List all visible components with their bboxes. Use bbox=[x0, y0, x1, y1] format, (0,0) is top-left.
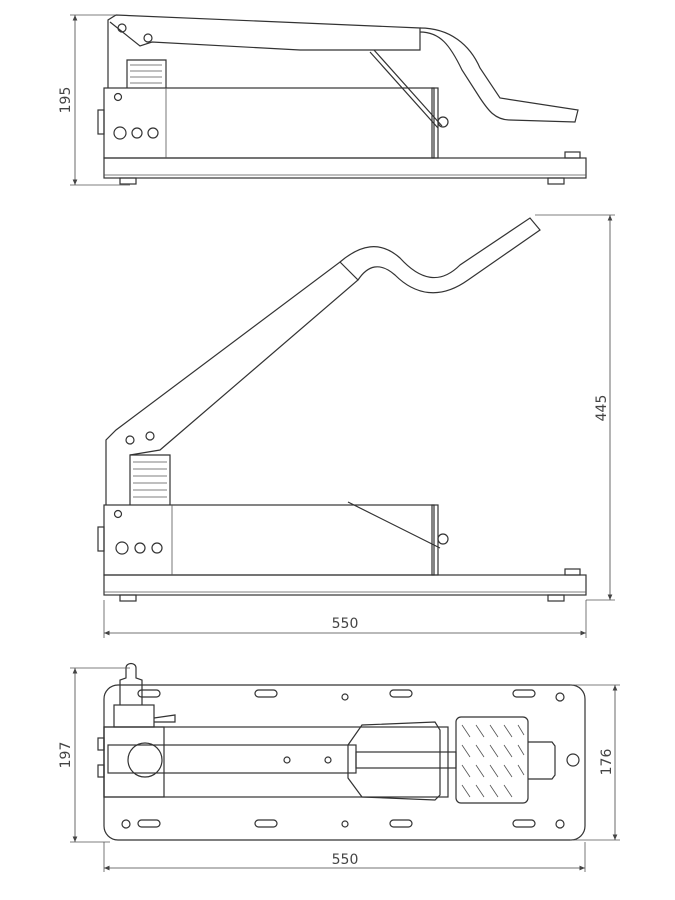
dimension-445: 445 bbox=[594, 395, 610, 422]
gas-strut bbox=[347, 501, 441, 549]
pump-body bbox=[103, 87, 435, 159]
dimension-550-top: 550 bbox=[332, 852, 359, 868]
top-view: 197 176 550 bbox=[58, 662, 620, 872]
side-view-open: 445 550 bbox=[97, 214, 615, 638]
spring bbox=[129, 454, 171, 505]
side-view-closed: 195 bbox=[58, 14, 587, 186]
base-plate bbox=[103, 684, 586, 841]
dimension-197: 197 bbox=[58, 742, 74, 769]
lever-arm bbox=[107, 744, 357, 774]
diamond-plate-pedal bbox=[455, 716, 529, 804]
side-fitting bbox=[97, 109, 105, 135]
foot bbox=[119, 177, 137, 185]
pump-body bbox=[103, 504, 435, 576]
dimension-176: 176 bbox=[599, 749, 615, 776]
dimension-550-side: 550 bbox=[332, 616, 359, 632]
dimension-195: 195 bbox=[58, 87, 74, 114]
pedal-lever bbox=[107, 14, 421, 88]
pedal-lever bbox=[105, 261, 359, 505]
strut-bracket bbox=[347, 721, 441, 801]
spring bbox=[126, 59, 167, 88]
valve-block bbox=[113, 704, 155, 728]
foot bbox=[547, 177, 565, 185]
gas-strut bbox=[369, 49, 443, 129]
